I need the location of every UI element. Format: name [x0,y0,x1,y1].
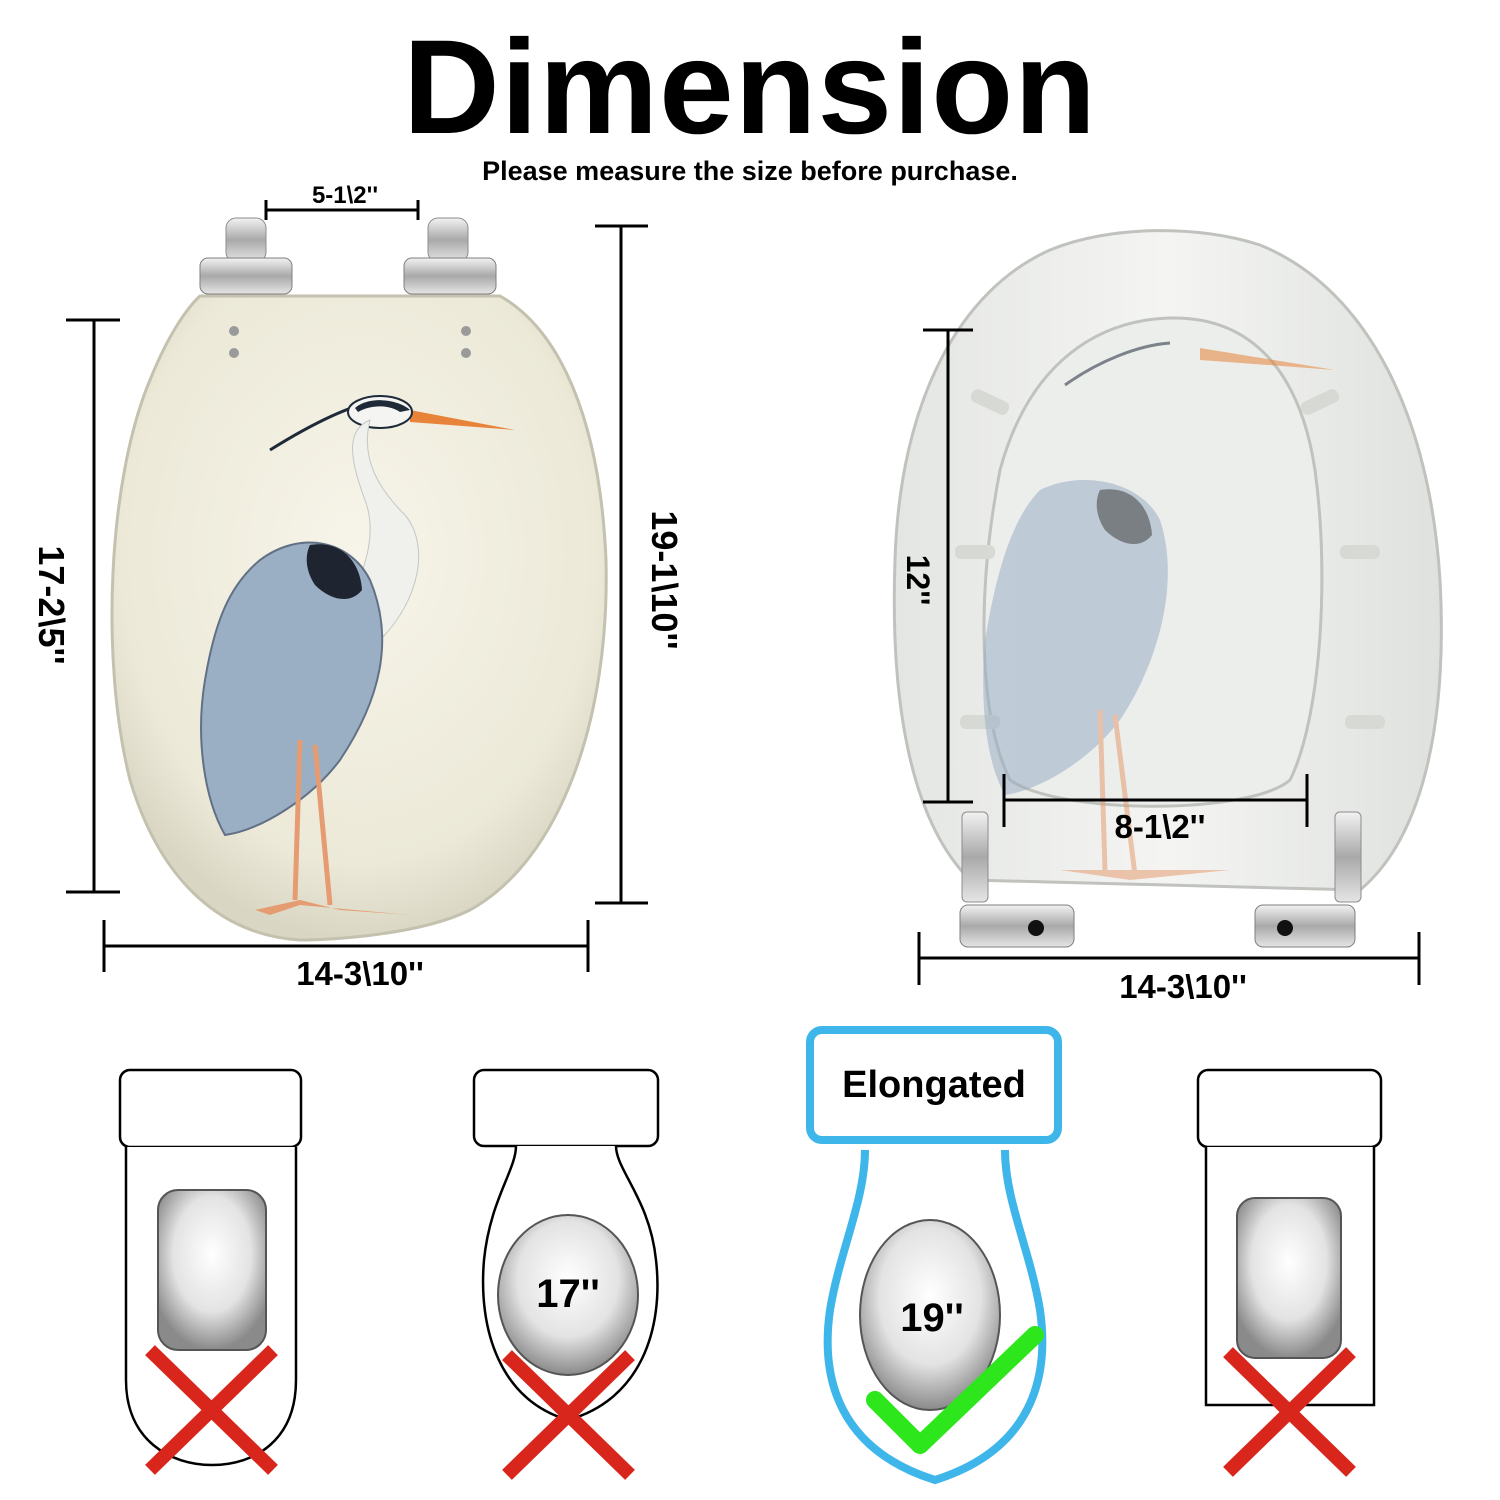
back-view-diagram [892,229,1443,948]
cross-icon [502,1350,635,1480]
dimension-hinge-spacing [264,200,420,220]
shape-elongated [806,1026,1062,1485]
cross-icon [145,1345,278,1475]
dimension-width-back [917,932,1421,985]
front-total-length-label: 19-1\10'' [644,510,685,650]
page-subtitle: Please measure the size before purchase. [482,156,1018,186]
dimension-inner-length-back [923,328,973,804]
back-width-label: 14-3\10'' [1119,968,1247,1005]
dimension-width-front [102,920,590,972]
dimension-total-length-front [595,224,648,905]
dimension-inner-length-front [66,318,120,894]
elongated-label: Elongated [842,1063,1026,1106]
front-width-label: 14-3\10'' [296,955,424,992]
shape-square-2 [1196,1068,1383,1477]
dimension-inner-width-back [1002,774,1309,827]
hinge-right [403,217,497,295]
cross-icon [1223,1347,1356,1477]
elongated-size-label: 19'' [900,1296,964,1340]
front-inner-length-label: 17-2\5'' [31,545,72,665]
page-title: Dimension [403,13,1097,162]
check-icon [866,1326,1044,1454]
hinge-spacing-label: 5-1\2'' [311,182,379,209]
back-inner-length-label: 12'' [900,554,936,606]
shape-square-1 [118,1068,303,1475]
back-inner-width-label: 8-1\2'' [1114,808,1206,845]
round-size-label: 17'' [536,1272,600,1316]
hinge-left [199,217,293,295]
shape-round [472,1068,660,1480]
heron-illustration [200,395,515,915]
